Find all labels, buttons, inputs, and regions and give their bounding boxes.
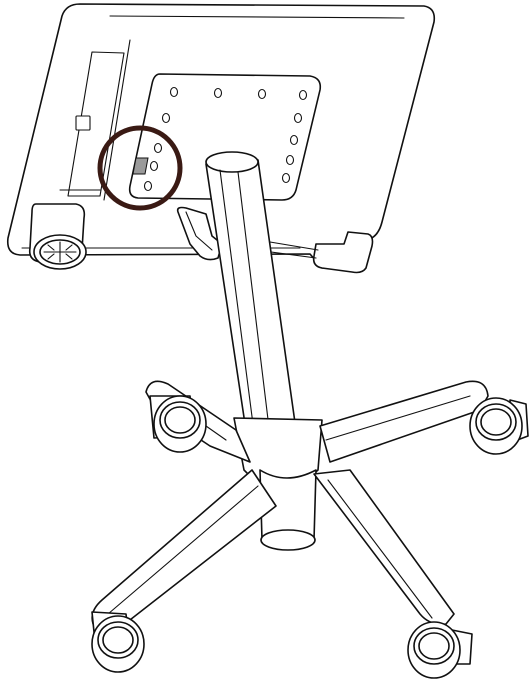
base [91,380,529,679]
side-slot [67,51,125,197]
mount-holes [143,86,308,192]
side-port [132,157,149,175]
monitor [6,3,436,274]
caster-lower-right [407,621,473,679]
tilt-knob [28,203,87,270]
highlight-circle [97,125,183,211]
latch-icon [75,115,91,131]
arm [176,151,319,445]
caster-upper-right [469,397,529,455]
mount-plate [128,73,322,201]
leg-lower-right [313,469,455,626]
right-bracket [312,231,374,274]
caster-lower-left [91,611,145,673]
leg-upper-right [319,380,489,463]
caster-upper-left [149,395,207,453]
